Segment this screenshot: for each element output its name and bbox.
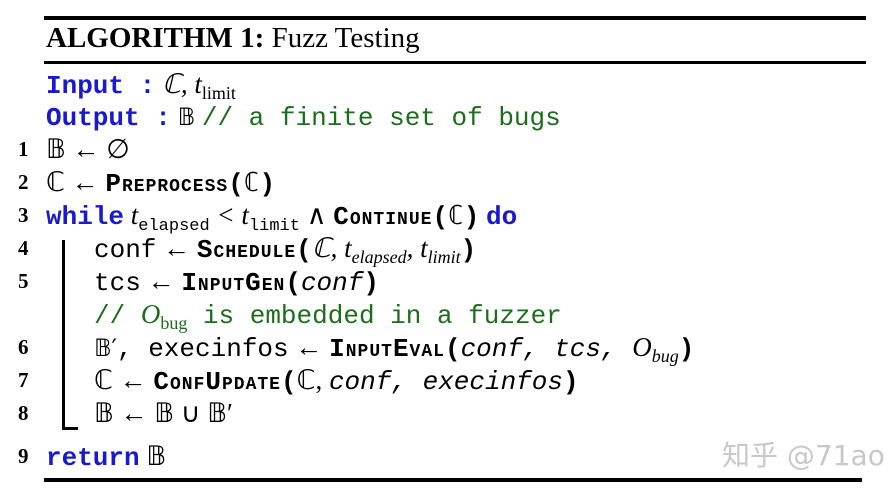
algorithm-title: ALGORITHM 1: Fuzz Testing bbox=[46, 22, 420, 54]
line-number: 6 bbox=[18, 335, 29, 359]
line-number: 4 bbox=[18, 236, 29, 260]
algo-line-9: return 𝔹 bbox=[46, 441, 167, 473]
algo-line-4: conf ← Schedule(ℂ, telapsed, tlimit) bbox=[94, 233, 477, 267]
algo-line-6: 𝔹′, execinfos ← InputEval(conf, tcs, Obu… bbox=[94, 332, 695, 366]
line-number: 7 bbox=[18, 368, 29, 392]
algo-line-1: 𝔹 ← ∅ bbox=[46, 134, 130, 164]
line-number: 2 bbox=[18, 170, 29, 194]
top-rule bbox=[44, 16, 866, 20]
line-number: 9 bbox=[18, 444, 29, 468]
bottom-rule bbox=[44, 478, 862, 482]
line-number: 8 bbox=[18, 401, 29, 425]
algo-line-3: while telapsed < tlimit ∧ Continue(ℂ) do bbox=[46, 200, 518, 236]
line-number: 5 bbox=[18, 269, 29, 293]
input-line: Input : ℂ, tlimit bbox=[46, 69, 236, 103]
algo-comment: // Obug is embedded in a fuzzer bbox=[94, 299, 562, 333]
line-number: 1 bbox=[18, 137, 29, 161]
algo-line-5: tcs ← InputGen(conf) bbox=[94, 266, 379, 298]
algo-line-2: ℂ ← Preprocess(ℂ) bbox=[46, 167, 276, 199]
loop-bar bbox=[62, 240, 65, 430]
header-rule bbox=[44, 61, 866, 64]
loop-bar-foot bbox=[62, 427, 78, 430]
algo-line-7: ℂ ← ConfUpdate(ℂ, conf, execinfos) bbox=[94, 365, 579, 397]
line-number: 3 bbox=[18, 203, 29, 227]
algo-line-8: 𝔹 ← 𝔹 ∪ 𝔹′ bbox=[94, 398, 233, 428]
output-line: Output : 𝔹 // a finite set of bugs bbox=[46, 103, 561, 133]
watermark: 知乎 @71ao bbox=[722, 439, 885, 472]
